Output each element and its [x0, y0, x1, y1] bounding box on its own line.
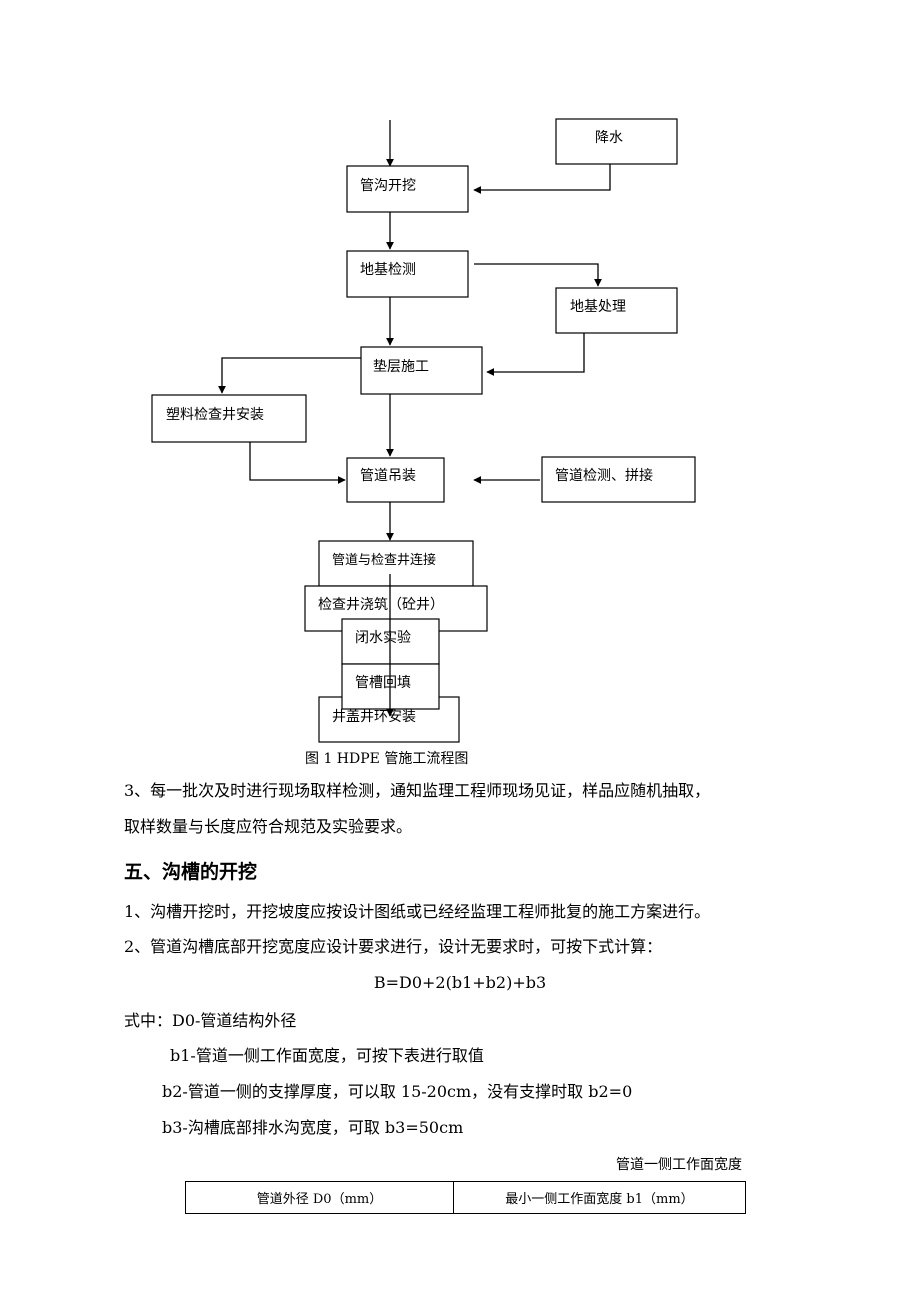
label-trench-backfill: 管槽回填 — [355, 675, 411, 691]
node-foundation-treatment — [555, 287, 678, 334]
paragraph-3-line-1: 3、每一批次及时进行现场取样检测，通知监理工程师现场见证，样品应随机抽取， — [124, 781, 711, 800]
label-pipe-test-splice: 管道检测、拼接 — [555, 467, 653, 484]
node-cushion-construction — [360, 346, 483, 395]
definition-b3: b3-沟槽底部排水沟宽度，可取 b3=50cm — [162, 1118, 464, 1137]
label-dewatering: 降水 — [595, 130, 623, 146]
label-pipe-hoisting: 管道吊装 — [360, 468, 416, 484]
label-trench-excavation: 管沟开挖 — [360, 178, 416, 194]
label-foundation-treatment: 地基处理 — [570, 298, 626, 315]
table-header-row: 管道外径 D0（mm） 最小一侧工作面宽度 b1（mm） — [185, 1181, 746, 1214]
node-pipe-well-connect — [318, 540, 474, 587]
label-closed-water-test: 闭水实验 — [355, 630, 411, 646]
label-well-pouring: 检查井浇筑（砼井） — [318, 597, 444, 613]
node-pipe-hoisting — [346, 457, 445, 503]
label-cushion-construction: 垫层施工 — [373, 359, 429, 375]
item-1: 1、沟槽开挖时，开挖坡度应按设计图纸或已经经监理工程师批复的施工方案进行。 — [124, 902, 711, 921]
label-pipe-well-connect: 管道与检查井连接 — [332, 552, 436, 568]
label-plastic-well-install: 塑料检查井安装 — [166, 407, 264, 423]
node-dewatering — [555, 118, 678, 165]
width-formula: B=D0+2(b1+b2)+b3 — [373, 973, 547, 992]
figure-caption: 图 1 HDPE 管施工流程图 — [305, 751, 469, 767]
label-foundation-test: 地基检测 — [360, 261, 416, 278]
construction-flowchart: 降水 管沟开挖 地基检测 地基处理 垫层施工 塑料检查井安装 管道吊装 管道检测… — [151, 118, 696, 743]
definition-b2: b2-管道一侧的支撑厚度，可以取 15-20cm，没有支撑时取 b2=0 — [162, 1082, 633, 1101]
label-cover-ring-install: 井盖井环安装 — [332, 709, 416, 725]
node-plastic-well-install — [151, 394, 307, 443]
item-2: 2、管道沟槽底部开挖宽度应设计要求进行，设计无要求时，可按下式计算： — [124, 937, 663, 956]
definition-d0: 式中：D0-管道结构外径 — [124, 1011, 297, 1030]
node-trench-excavation — [346, 165, 469, 213]
node-pipe-test-splice — [541, 456, 696, 503]
paragraph-3-line-2: 取样数量与长度应符合规范及实验要求。 — [124, 817, 413, 836]
table-caption: 管道一侧工作面宽度 — [616, 1157, 742, 1173]
node-foundation-test — [346, 250, 469, 298]
definition-b1: b1-管道一侧工作面宽度，可按下表进行取值 — [170, 1046, 484, 1065]
work-face-width-table: 管道外径 D0（mm） 最小一侧工作面宽度 b1（mm） — [185, 1181, 746, 1214]
section-5-title: 五、沟槽的开挖 — [124, 861, 258, 883]
header-min-work-width: 最小一侧工作面宽度 b1（mm） — [453, 1181, 746, 1214]
header-pipe-diameter: 管道外径 D0（mm） — [185, 1181, 454, 1214]
